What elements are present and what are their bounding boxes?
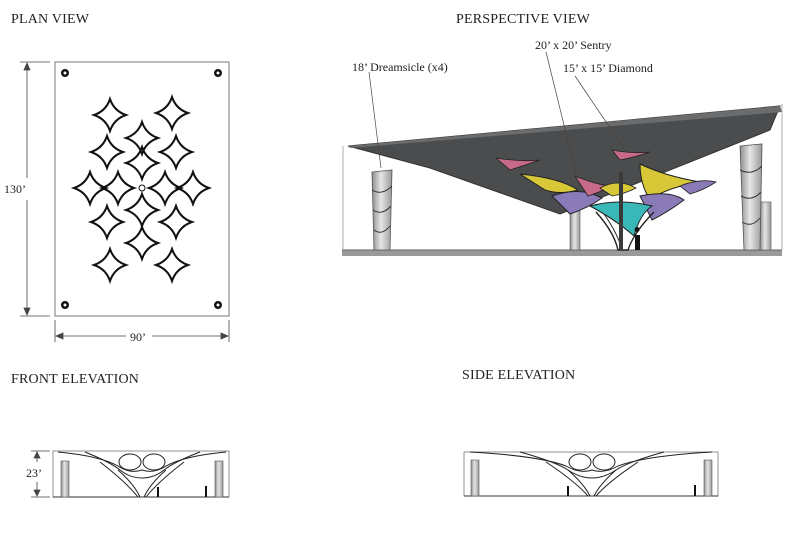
sentry-sail-cluster bbox=[494, 149, 717, 251]
perspective-view bbox=[342, 51, 783, 256]
plan-dimension-lines bbox=[20, 61, 230, 342]
perspective-view-title: PERSPECTIVE VIEW bbox=[456, 12, 590, 27]
front-height-dimension: 23’ bbox=[26, 466, 42, 480]
plan-outline bbox=[54, 61, 230, 317]
plan-view-title: PLAN VIEW bbox=[11, 12, 90, 27]
canopy-plane bbox=[347, 105, 781, 215]
side-outline bbox=[463, 451, 719, 497]
callout-dreamsicle: 18’ Dreamsicle (x4) bbox=[352, 60, 448, 74]
front-elevation-title: FRONT ELEVATION bbox=[11, 372, 140, 387]
plan-width-dimension: 90’ bbox=[130, 330, 146, 344]
plan-view bbox=[20, 61, 230, 342]
plan-height-dimension: 130’ bbox=[4, 182, 26, 196]
side-elevation bbox=[463, 451, 719, 497]
callout-diamond: 15’ x 15’ Diamond bbox=[563, 61, 653, 75]
front-elevation bbox=[31, 450, 230, 498]
front-outline bbox=[52, 450, 230, 498]
callout-sentry: 20’ x 20’ Sentry bbox=[535, 38, 612, 52]
callout-leaders bbox=[368, 51, 626, 191]
plan-sails bbox=[73, 96, 210, 282]
ground-plane bbox=[342, 250, 782, 256]
side-elevation-title: SIDE ELEVATION bbox=[462, 368, 576, 383]
elevation-column-icon bbox=[470, 459, 713, 497]
elevation-column-icon bbox=[60, 460, 224, 498]
plan-column-icon bbox=[61, 69, 222, 309]
dreamsicle-column-icon bbox=[371, 143, 763, 251]
